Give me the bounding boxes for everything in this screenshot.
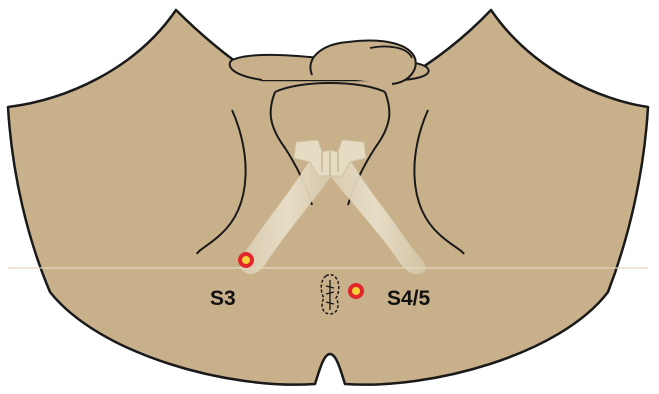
stimulation-point-s45 [348,283,364,299]
stimulation-point-s3 [238,252,254,268]
label-s45: S4/5 [387,287,431,310]
label-s3: S3 [210,287,236,310]
